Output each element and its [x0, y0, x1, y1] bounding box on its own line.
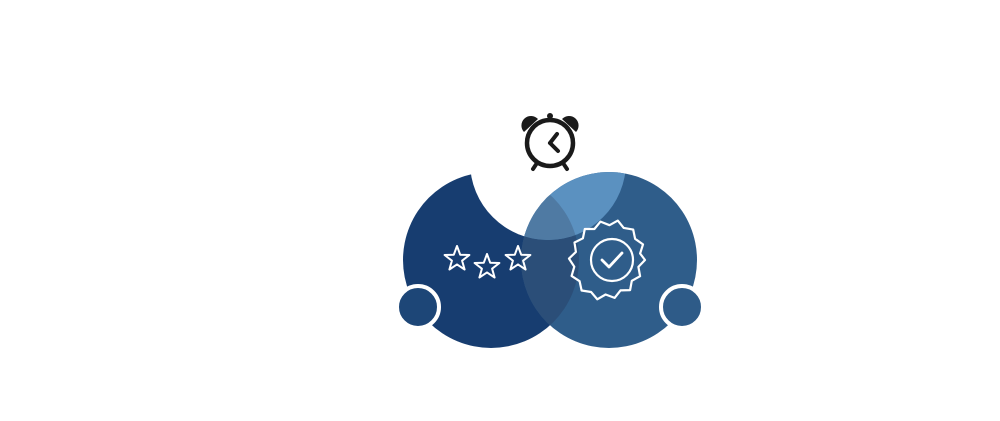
- badge-check-icon: [567, 219, 647, 301]
- three-stars-icon: [443, 245, 532, 279]
- right-circle-cap: [521, 172, 626, 240]
- alarm-clock-icon: [521, 113, 579, 171]
- right-node: [659, 284, 705, 330]
- left-node: [395, 284, 441, 330]
